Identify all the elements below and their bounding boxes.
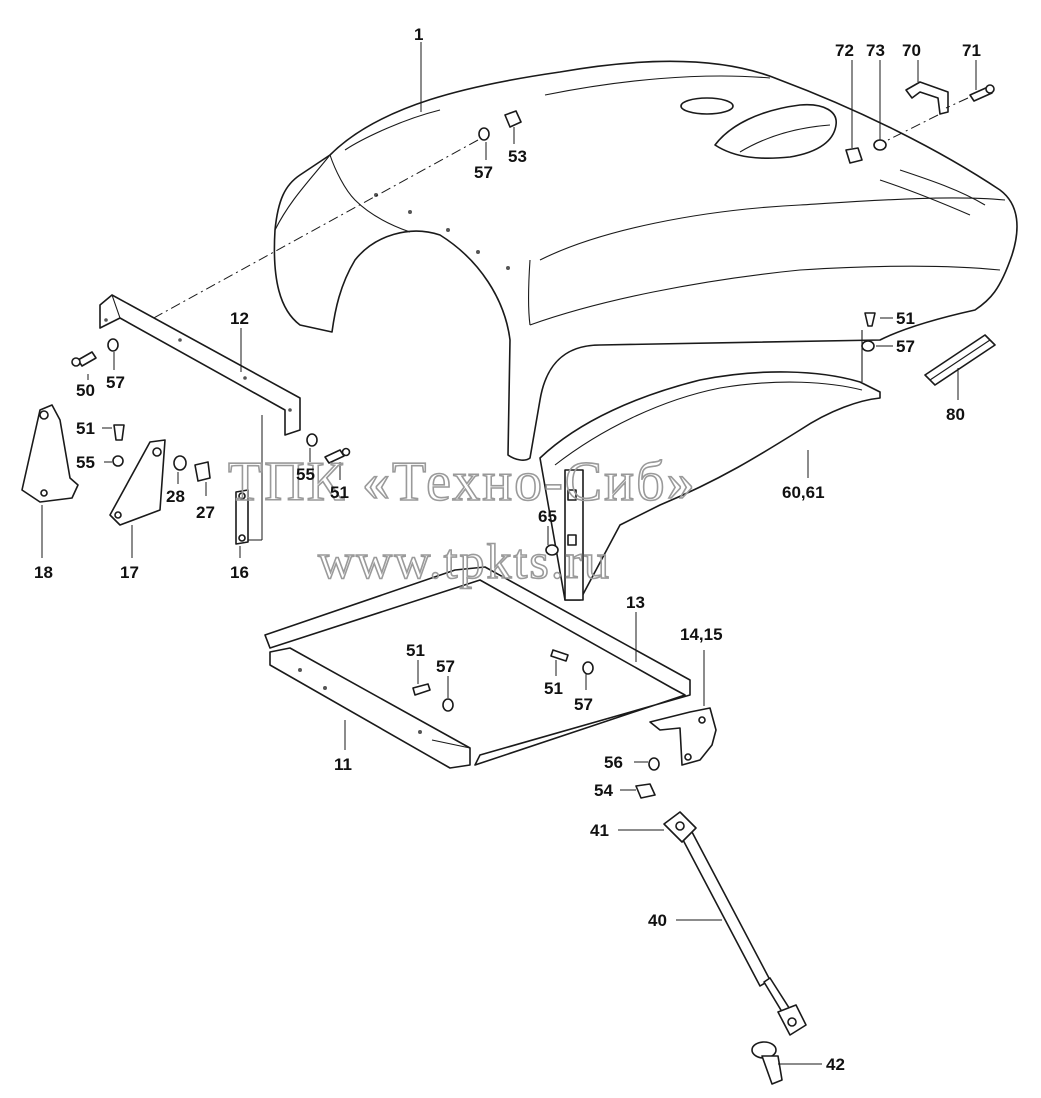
callout-18: 18 [34,563,53,582]
watermark-url: www.tpkts.ru [318,533,611,589]
nut-part-55-middle [306,433,318,447]
bolt-part-71 [969,84,995,102]
callout-28: 28 [166,487,185,506]
callout-53: 53 [508,147,527,166]
bolt-part-50 [71,351,97,367]
hood-part-1 [273,60,1018,461]
watermark-company: ТПК «Техно-Сиб» [228,451,697,513]
bolt-part-51-left [113,424,125,441]
trim-part-80 [924,334,996,386]
frame-part-13 [264,566,691,766]
callout-41: 41 [590,821,609,840]
callout-72: 72 [835,41,854,60]
callout-50: 50 [76,381,95,400]
callout-57-left: 57 [106,373,125,392]
washer-part-73 [873,139,887,151]
axis-line-70 [887,114,939,141]
washer-part-57-frame-right [582,661,594,675]
callout-1: 1 [414,25,423,44]
callout-71: 71 [962,41,981,60]
callout-12: 12 [230,309,249,328]
callout-14-15: 14,15 [680,625,723,644]
callout-51-right: 51 [896,309,915,328]
bolt-part-51-right [864,312,876,327]
callout-54: 54 [594,781,613,800]
bolt-part-51-middle [324,447,351,464]
stud-part-65 [545,544,559,556]
washer-part-57-top [478,127,490,141]
callout-27: 27 [196,503,215,522]
callout-11: 11 [334,755,352,774]
callout-57-frame-right: 57 [574,695,593,714]
bushing-part-28 [173,455,187,471]
callout-70: 70 [902,41,921,60]
callout-40: 40 [648,911,667,930]
nut-part-55-left [112,455,124,467]
axis-line-hood-bracket [149,139,479,321]
bracket-part-17 [109,439,166,526]
bolt-part-51-frame-right [550,649,569,662]
callout-51-middle: 51 [330,483,349,502]
ball-joint-part-42 [751,1041,783,1085]
bushing-part-27 [194,461,211,482]
bracket-part-12 [99,294,301,436]
washer-part-57-left [107,338,119,352]
link-part-16 [235,489,249,545]
gas-spring-part-40 [663,811,807,1036]
callout-55-left: 55 [76,453,95,472]
bracket-part-18 [21,404,79,503]
fender-part-60-61 [539,330,881,601]
bolt-part-51-frame-left [412,683,431,696]
callout-55-middle: 55 [296,465,315,484]
callout-51-frame-right: 51 [544,679,563,698]
callout-16: 16 [230,563,249,582]
callout-51-frame-left: 51 [406,641,425,660]
callout-57-top: 57 [474,163,493,182]
callout-60-61: 60,61 [782,483,825,502]
bracket-part-70 [905,81,949,115]
frame-part-11 [269,647,471,769]
callout-42: 42 [826,1055,845,1074]
callout-80: 80 [946,405,965,424]
callout-57-frame-left: 57 [436,657,455,676]
bracket-part-14-15 [649,707,717,766]
callout-13: 13 [626,593,645,612]
callout-17: 17 [120,563,139,582]
callout-51-left: 51 [76,419,95,438]
axis-line-71 [945,97,969,109]
washer-part-57-frame-left [442,698,454,712]
washer-part-56 [648,757,660,771]
callout-57-right: 57 [896,337,915,356]
washer-part-57-right [861,340,875,352]
nut-part-53 [504,110,522,128]
nut-part-54 [635,783,656,799]
callout-56: 56 [604,753,623,772]
callout-65: 65 [538,507,557,526]
nut-part-72 [845,147,863,164]
callout-73: 73 [866,41,885,60]
